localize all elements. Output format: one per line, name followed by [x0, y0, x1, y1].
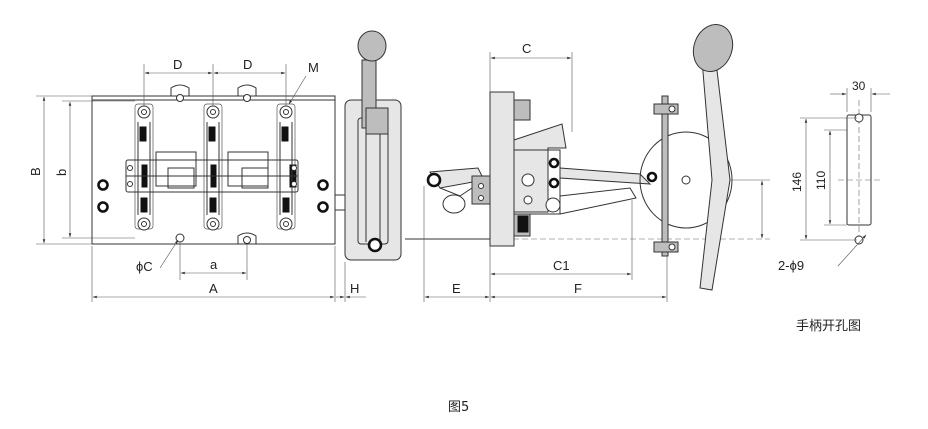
dim-B-b: B b: [28, 95, 135, 245]
label-M: M: [308, 60, 319, 75]
side-view: H: [335, 30, 402, 302]
handle-knob-profile: [692, 24, 734, 72]
profile-view: C C1 E F: [405, 24, 770, 302]
top-tabs: [170, 84, 257, 102]
label-C: C: [522, 41, 531, 56]
label-D2: D: [243, 57, 252, 72]
dim-30: 30: [852, 79, 866, 93]
label-E: E: [452, 281, 461, 296]
label-b: b: [54, 169, 69, 176]
mounting-rings: [97, 179, 329, 213]
cross-bar: [125, 151, 299, 193]
dim-110: 110: [814, 171, 828, 190]
label-C1: C1: [553, 258, 570, 273]
label-phiC: ϕC: [136, 259, 153, 274]
handle-knob-side: [357, 30, 387, 62]
dim-holes: 2-ϕ9: [778, 258, 804, 273]
dim-a-A: a ϕC A: [91, 239, 336, 302]
pole-3: [276, 103, 297, 231]
handle-hole-view: 30 146 110 2-ϕ9 手柄开孔图: [778, 79, 890, 334]
base-plate: [91, 95, 336, 245]
dim-146: 146: [790, 172, 804, 192]
front-view: D D M B b a ϕC A: [28, 57, 336, 302]
label-A: A: [209, 281, 218, 296]
label-B: B: [28, 167, 43, 176]
figure-caption: 图5: [448, 400, 469, 415]
label-D1: D: [173, 57, 182, 72]
handle-hole-caption: 手柄开孔图: [796, 319, 861, 334]
label-a: a: [210, 257, 218, 272]
label-H: H: [350, 281, 359, 296]
label-F: F: [574, 281, 582, 296]
bottom-tabs: [175, 232, 257, 244]
pole-1: [134, 103, 154, 231]
dim-D: D D M: [143, 57, 319, 106]
pole-2: [203, 103, 223, 231]
